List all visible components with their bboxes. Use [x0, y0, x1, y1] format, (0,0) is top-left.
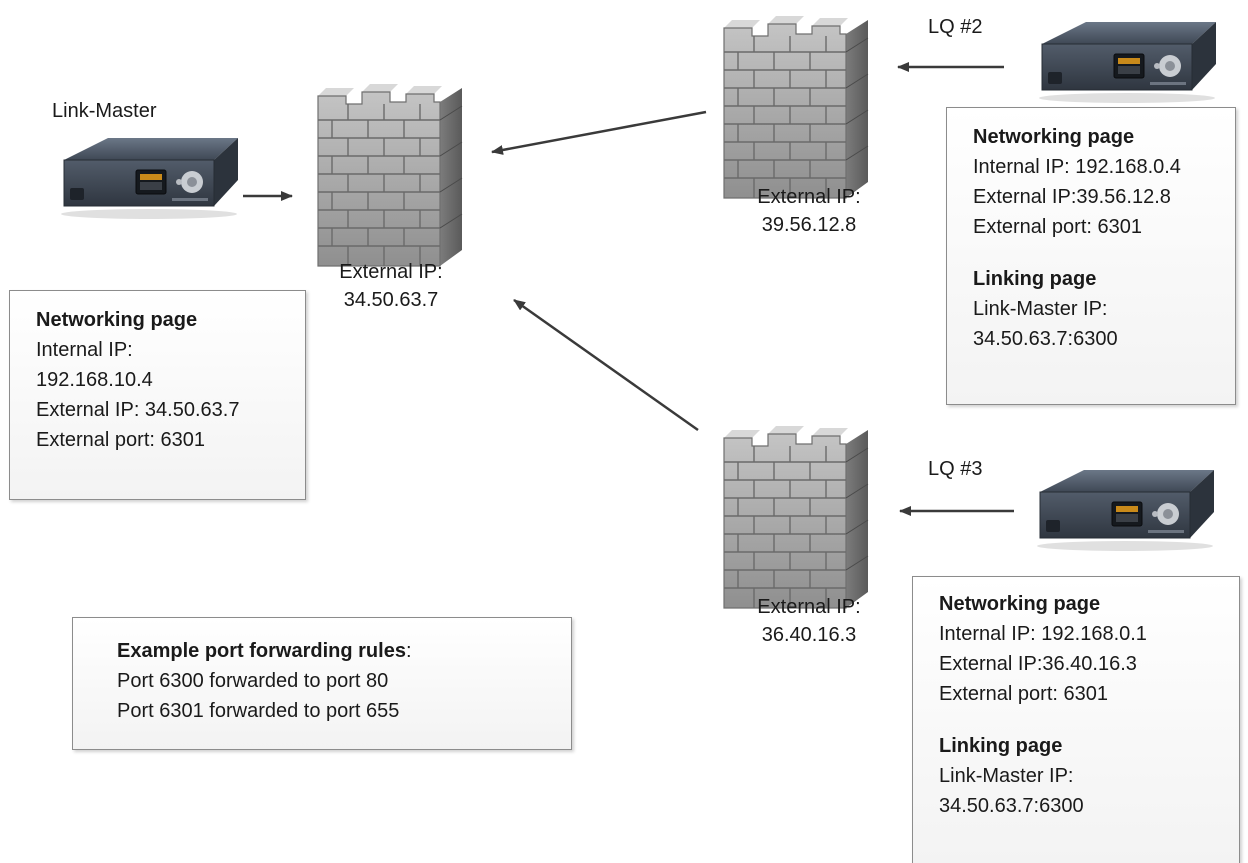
lq2-networking-line: External port: 6301	[973, 216, 1142, 238]
port-forwarding-rule: Port 6301 forwarded to port 655	[117, 700, 400, 722]
arrow-lq3-firewall-to-master-firewall	[513, 298, 699, 432]
lq2-linking-line: 34.50.63.7:6300	[973, 328, 1118, 350]
lq2-settings-box: Networking page Internal IP: 192.168.0.4…	[946, 107, 1236, 405]
lq3-linking-heading: Linking page	[939, 735, 1063, 757]
link-master-device-icon	[54, 130, 244, 220]
lq2-linking-heading: Linking page	[973, 268, 1097, 290]
master-firewall-ip-caption: External IP:	[339, 261, 443, 283]
lq3-firewall-brick-wall-icon	[718, 416, 878, 616]
lq3-firewall-ip-value: 36.40.16.3	[761, 624, 857, 646]
lq3-networking-line: Internal IP: 192.168.0.1	[939, 623, 1147, 645]
lq2-networking-heading: Networking page	[973, 126, 1135, 148]
master-networking-line: External port: 6301	[36, 429, 205, 451]
master-networking-box: Networking page Internal IP: 192.168.10.…	[9, 290, 306, 500]
lq3-networking-heading: Networking page	[939, 593, 1101, 615]
lq3-settings-box: Networking page Internal IP: 192.168.0.1…	[912, 576, 1240, 863]
lq2-firewall-ip-caption: External IP:	[757, 186, 861, 208]
master-networking-line: External IP: 34.50.63.7	[36, 399, 240, 421]
master-firewall-ip-label: External IP: 34.50.63.7	[330, 258, 452, 314]
lq2-firewall-brick-wall-icon	[718, 6, 878, 206]
lq2-device-icon	[1032, 14, 1222, 104]
lq2-networking-line: Internal IP: 192.168.0.4	[973, 156, 1181, 178]
master-firewall-brick-wall-icon	[312, 74, 472, 274]
lq3-label: LQ #3	[928, 458, 983, 480]
link-master-label: Link-Master	[52, 100, 157, 122]
port-forwarding-rule: Port 6300 forwarded to port 80	[117, 670, 389, 692]
master-networking-heading: Networking page	[36, 309, 198, 331]
master-firewall-ip-value: 34.50.63.7	[343, 289, 439, 311]
master-networking-line: Internal IP:	[36, 339, 133, 361]
lq3-linking-line: 34.50.63.7:6300	[939, 795, 1084, 817]
arrow-lq2-firewall-to-master-firewall	[491, 110, 707, 155]
lq2-linking-line: Link-Master IP:	[973, 298, 1108, 320]
lq3-firewall-ip-label: External IP: 36.40.16.3	[748, 593, 870, 649]
lq3-firewall-ip-caption: External IP:	[757, 596, 861, 618]
port-forwarding-heading-colon: :	[405, 640, 412, 662]
port-forwarding-heading: Example port forwarding rules	[117, 640, 406, 662]
port-forwarding-heading-row: Example port forwarding rules:	[117, 636, 553, 666]
lq2-label: LQ #2	[928, 16, 983, 38]
lq2-firewall-ip-value: 39.56.12.8	[761, 214, 857, 236]
lq3-linking-line: Link-Master IP:	[939, 765, 1074, 787]
lq3-networking-line: External port: 6301	[939, 683, 1108, 705]
lq2-networking-line: External IP:39.56.12.8	[973, 186, 1171, 208]
lq3-device-icon	[1030, 462, 1220, 552]
lq3-networking-line: External IP:36.40.16.3	[939, 653, 1137, 675]
master-networking-line: 192.168.10.4	[36, 369, 153, 391]
port-forwarding-box: Example port forwarding rules: Port 6300…	[72, 617, 572, 750]
lq2-firewall-ip-label: External IP: 39.56.12.8	[748, 183, 870, 239]
